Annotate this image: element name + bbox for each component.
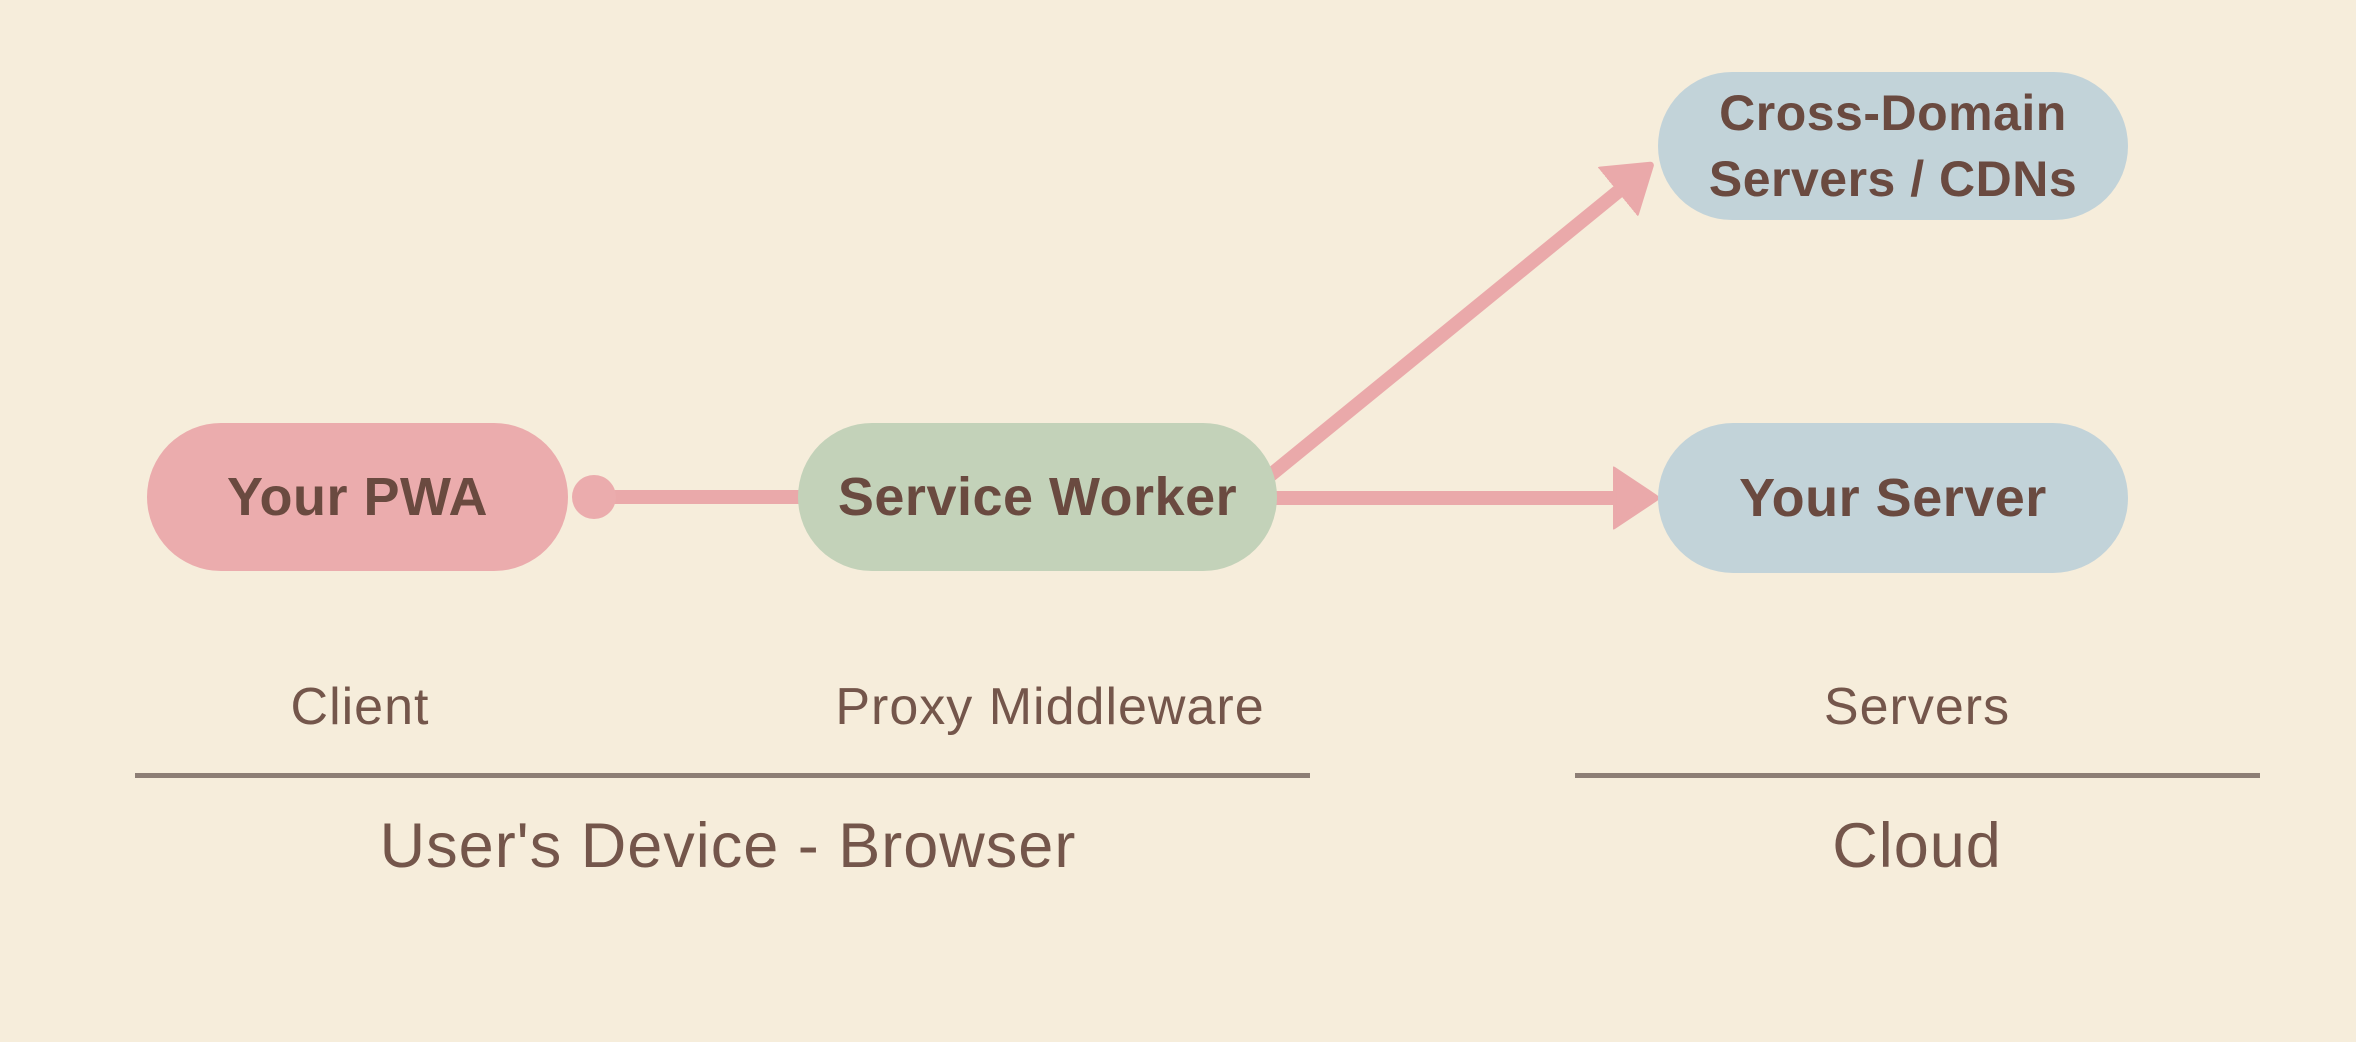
group-divider-cloud	[1575, 773, 2260, 778]
node-cross-domain-servers: Cross-Domain Servers / CDNs	[1658, 72, 2128, 220]
group-label-users-device-browser: User's Device - Browser	[379, 811, 1077, 881]
tier-label-servers: Servers	[1823, 678, 2011, 736]
node-your-server-label: Your Server	[1739, 468, 2047, 528]
group-divider-device	[135, 773, 1310, 778]
node-cross-domain-servers-label: Cross-Domain Servers / CDNs	[1708, 85, 2078, 207]
edge-pwa-dot	[572, 475, 616, 519]
node-your-pwa-label: Your PWA	[226, 467, 488, 527]
edge-serviceworker-to-crossdomain-arrow	[1235, 190, 1620, 506]
node-service-worker: Service Worker	[798, 423, 1277, 571]
tier-label-client: Client	[290, 678, 430, 736]
node-your-pwa: Your PWA	[147, 423, 568, 571]
tier-label-proxy-middleware: Proxy Middleware	[835, 678, 1265, 736]
node-your-server: Your Server	[1658, 423, 2128, 573]
node-service-worker-label: Service Worker	[837, 467, 1238, 527]
group-label-cloud: Cloud	[1832, 811, 2002, 881]
